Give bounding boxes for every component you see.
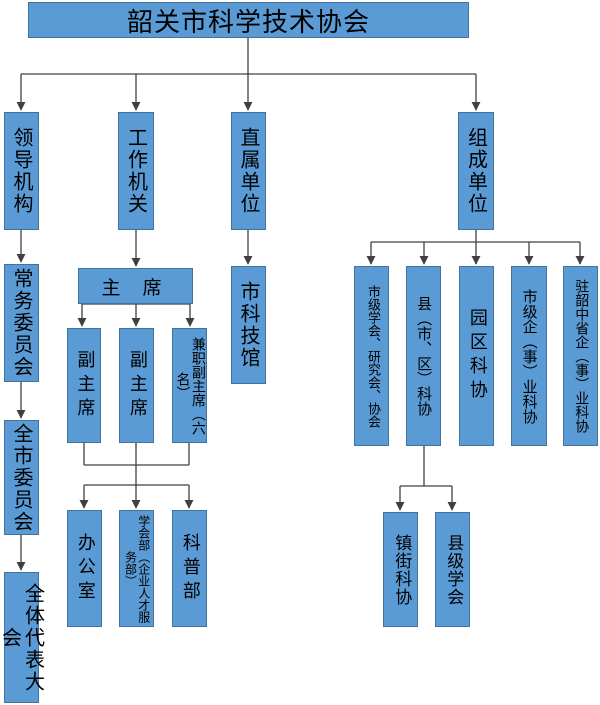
- vice-chair-box: 副主席: [119, 328, 154, 443]
- chairman-box: 主 席: [78, 268, 193, 304]
- leadership-box: 领导机构: [4, 112, 39, 230]
- science-popularization-box: 科普部: [172, 510, 207, 627]
- society-dept-box: 学会部（企业人才服务部）: [119, 510, 154, 627]
- science-museum-box: 市科技馆: [231, 266, 266, 384]
- city-committee-box: 全市委员会: [4, 420, 39, 535]
- standing-committee-box: 常务委员会: [4, 264, 39, 382]
- vice-chair-box: 副主席: [67, 328, 101, 443]
- work-org-box: 工作机关: [118, 112, 154, 230]
- municipal-enterprise-association-box: 市级企（事）业科协: [511, 266, 547, 446]
- org-title: 韶关市科学技术协会: [28, 2, 469, 38]
- office-box: 办公室: [67, 510, 102, 627]
- direct-unit-box: 直属单位: [231, 112, 266, 230]
- provincial-enterprise-association-box: 驻韶中省企（事）业科协: [563, 266, 598, 446]
- municipal-society-box: 市级学会、研究会、协会: [354, 266, 389, 446]
- county-society-box: 县级学会: [435, 512, 470, 627]
- part-time-vice-chair-box: 兼职副主席（六名）: [172, 328, 207, 443]
- township-association-box: 镇街科协: [383, 512, 418, 627]
- park-association-box: 园区科协: [459, 266, 494, 446]
- congress-box: 全体代表大会: [0, 572, 46, 703]
- member-unit-box: 组成单位: [458, 112, 494, 230]
- county-association-box: 县（市、区）科协: [406, 266, 441, 446]
